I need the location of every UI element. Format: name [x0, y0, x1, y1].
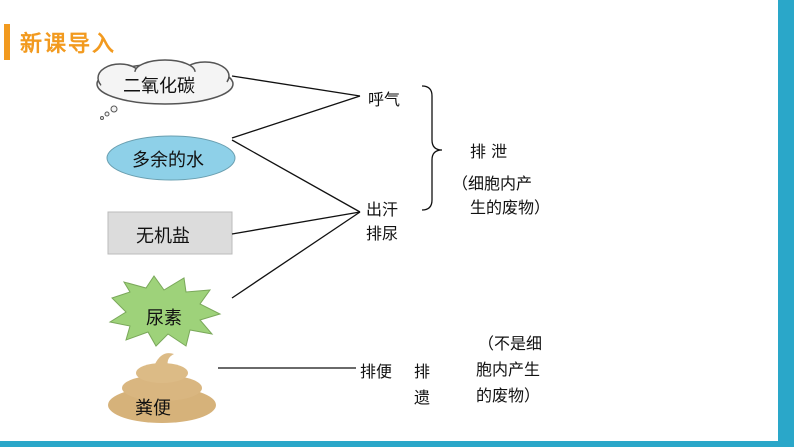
- egestion-note-line1: （不是细: [478, 334, 543, 353]
- connector-lines: [218, 75, 361, 369]
- salt-box-shape: [107, 211, 233, 255]
- excretion-brace: [421, 85, 443, 211]
- egestion-note-line2: 胞内产生: [476, 360, 541, 379]
- urea-burst-shape: [108, 275, 222, 347]
- egestion-note-line3: 的废物）: [476, 386, 541, 405]
- route-defecate: 排便: [360, 362, 393, 381]
- route-breath: 呼气: [368, 90, 401, 109]
- route-sweat: 出汗: [366, 200, 399, 219]
- header-accent-bar: [4, 24, 10, 60]
- section-title: 新课导入: [20, 32, 117, 57]
- excretion-note-line1: （细胞内产: [452, 174, 533, 193]
- water-ellipse-shape: [106, 135, 236, 181]
- node-water: 多余的水: [132, 150, 204, 171]
- node-feces: 粪便: [135, 398, 171, 419]
- section-header: 新课导入: [0, 24, 116, 60]
- egestion-title-char2: 遗: [414, 388, 431, 407]
- bottom-border: [0, 441, 794, 447]
- excretion-title: 排 泄: [470, 142, 508, 161]
- node-salt: 无机盐: [136, 226, 190, 247]
- egestion-title-char1: 排: [414, 362, 431, 381]
- node-co2: 二氧化碳: [123, 76, 195, 97]
- node-urea: 尿素: [146, 308, 182, 329]
- co2-cloud-shape: [96, 59, 234, 120]
- right-border: [778, 0, 794, 447]
- excretion-note-line2: 生的废物）: [470, 198, 551, 217]
- route-urine: 排尿: [366, 224, 399, 243]
- feces-shape: [108, 353, 216, 423]
